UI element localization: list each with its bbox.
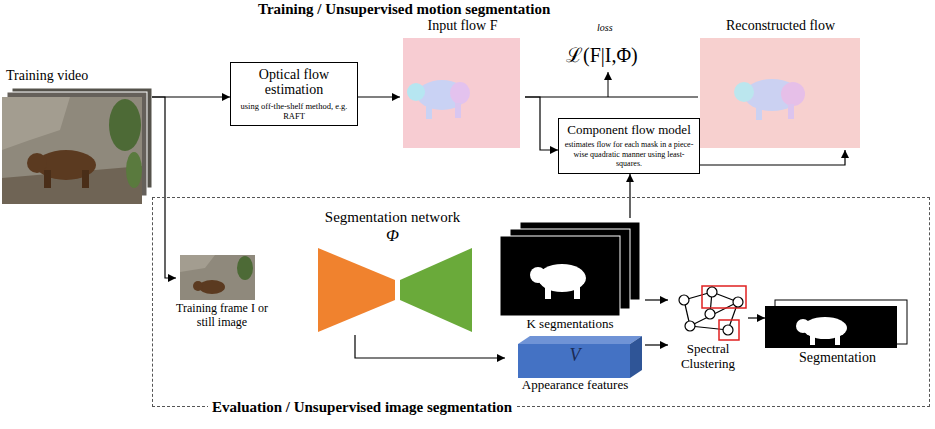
decoder (400, 248, 472, 332)
graph-edge (690, 302, 738, 326)
flow-blob (407, 83, 425, 101)
process-box: Optical flow estimation using off-the-she… (230, 62, 358, 126)
bear (44, 170, 51, 188)
mask-blob (530, 267, 546, 283)
rock (180, 255, 215, 272)
flow-blob (734, 82, 754, 102)
tensor-side (630, 336, 642, 378)
node-label: Training video (6, 68, 88, 84)
node-label: estimates flow for each mask in a piece-… (564, 140, 694, 169)
mask-blob (835, 334, 840, 345)
node-label: Appearance features (522, 378, 628, 393)
mask-output: Segmentation (765, 298, 910, 370)
tensor-top (518, 336, 642, 344)
connectors (152, 97, 845, 358)
bear (199, 280, 225, 294)
flow-blob (455, 103, 461, 118)
frame-image (180, 255, 255, 300)
graph-node (723, 325, 733, 335)
connector (355, 335, 505, 358)
node-label: Segmentation network (325, 209, 460, 226)
annotation-label: loss (597, 22, 613, 34)
node-label: Reconstructed flow (726, 18, 835, 34)
graph-node (705, 309, 715, 319)
connector (645, 299, 668, 300)
diagram-title: Training / Unsupervised motion segmentat… (258, 1, 550, 18)
encoder (318, 248, 395, 332)
node-label: Component flow model (567, 123, 691, 137)
flow-blob (781, 82, 805, 106)
flow-blob (788, 104, 794, 119)
flow-blob (450, 82, 470, 104)
connector (748, 317, 765, 318)
flow-field (403, 38, 520, 148)
image-thumbnail: Training frame I or still image (176, 252, 268, 337)
plant (237, 256, 253, 280)
cluster-graph: Spectral Clustering (668, 285, 748, 375)
process-box: Component flow model estimates flow for e… (558, 118, 700, 174)
mask (500, 236, 620, 316)
video-frame (2, 97, 142, 204)
flow-blob (756, 105, 762, 120)
tensor-front (518, 344, 630, 378)
graph-node (685, 321, 695, 331)
rock (2, 97, 70, 150)
graph-node (679, 295, 689, 305)
plant (109, 99, 141, 151)
graph-node (733, 297, 743, 307)
mask-blob (545, 285, 551, 299)
node-label: using off-the-shelf method, e.g. RAFT (236, 101, 352, 121)
node-label: Training frame I or still image (176, 302, 268, 330)
mask-stack: K segmentations (495, 218, 645, 338)
node-label: Spectral Clustering (668, 342, 748, 372)
graph-edges (684, 292, 738, 330)
network: Segmentation networkΦ (305, 207, 480, 335)
loss-arrow (608, 72, 609, 97)
connector (152, 97, 176, 278)
flow-field (700, 38, 860, 148)
evaluation-region: Evaluation / Unsupervised image segmenta… (152, 197, 930, 407)
bear (82, 170, 89, 188)
node-label: Optical flow estimation (236, 67, 352, 98)
bear (193, 281, 203, 291)
node-label: Segmentation (799, 350, 876, 366)
video-frames: Training video (2, 68, 152, 208)
flow-image: Input flow F (400, 18, 525, 150)
feature-tensor: V Appearance features (505, 333, 645, 397)
flow-image: Reconstructed flow (698, 18, 863, 150)
mask-blob (810, 334, 815, 345)
node-label: Φ (386, 226, 399, 246)
graph-nodes (679, 287, 743, 335)
flow-blob (426, 104, 432, 119)
connector (525, 96, 698, 97)
annotation-label: ℒ(F|I,Φ) (566, 44, 638, 67)
cluster-box (702, 286, 746, 308)
node-label: K segmentations (526, 317, 613, 332)
connector (645, 344, 668, 345)
node-label: V (570, 346, 581, 366)
node-label: Evaluation / Unsupervised image segmenta… (208, 399, 516, 416)
cluster-box (719, 320, 739, 340)
connector (700, 150, 845, 165)
graph-edge (690, 326, 728, 330)
connector (358, 96, 400, 97)
mask-blob (574, 285, 580, 299)
mask (765, 306, 897, 348)
node-label: Input flow F (428, 18, 498, 34)
connector (525, 97, 558, 150)
graph-node (707, 287, 717, 297)
plant (126, 152, 142, 188)
mask-blob (796, 319, 810, 333)
